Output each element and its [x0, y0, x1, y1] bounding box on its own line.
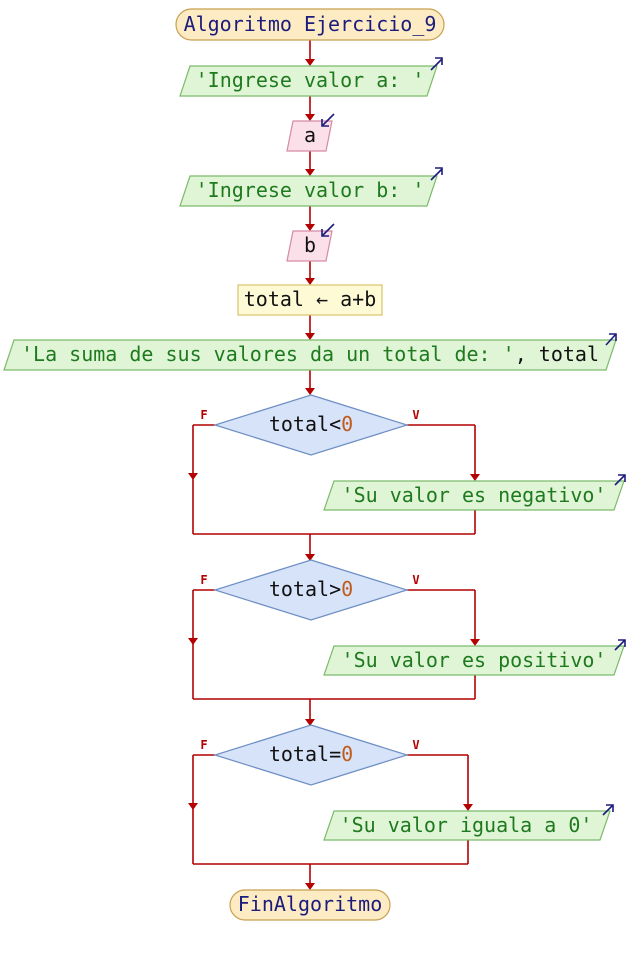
end-terminal-label: FinAlgoritmo — [238, 892, 383, 916]
decision-1-condition: total<0 — [269, 412, 353, 436]
flow-lines — [188, 40, 480, 890]
arrow-up-right-icon — [430, 167, 443, 181]
input-b: b — [286, 223, 335, 262]
decision-total-less-than-zero: total<0 F V — [200, 394, 420, 456]
input-b-label: b — [304, 233, 316, 257]
decision-3-true-label: V — [412, 738, 419, 752]
arrow-up-right-icon — [614, 474, 626, 486]
arrow-down-left-icon — [321, 223, 335, 237]
decision-total-greater-than-zero: total>0 F V — [200, 559, 420, 621]
input-a: a — [286, 113, 335, 152]
output-iguala-label: 'Su valor iguala a 0' — [340, 813, 593, 837]
assign-total-label: total ← a+b — [244, 287, 376, 311]
start-terminal-label: Algoritmo Ejercicio_9 — [184, 12, 437, 36]
input-a-label: a — [304, 123, 316, 147]
decision-2-true-label: V — [412, 573, 419, 587]
arrow-up-right-icon — [614, 639, 626, 651]
decision-2-condition: total>0 — [269, 577, 353, 601]
decision-total-equals-zero: total=0 F V — [200, 724, 420, 786]
assign-total: total ← a+b — [237, 284, 383, 316]
output-ingrese-b: 'Ingrese valor b: ' — [179, 167, 443, 207]
arrow-down-left-icon — [321, 113, 335, 127]
decision-1-true-label: V — [412, 408, 419, 422]
output-negativo-label: 'Su valor es negativo' — [342, 483, 607, 507]
decision-3-false-label: F — [200, 738, 207, 752]
output-positivo-label: 'Su valor es positivo' — [342, 648, 607, 672]
output-negativo: 'Su valor es negativo' — [323, 474, 626, 511]
output-ingrese-a-label: 'Ingrese valor a: ' — [196, 68, 425, 92]
start-terminal: Algoritmo Ejercicio_9 — [175, 8, 445, 41]
decision-1-false-label: F — [200, 408, 207, 422]
output-ingrese-a: 'Ingrese valor a: ' — [179, 57, 443, 97]
decision-2-false-label: F — [200, 573, 207, 587]
output-positivo: 'Su valor es positivo' — [323, 639, 626, 676]
arrow-up-right-icon — [602, 804, 614, 816]
arrow-up-right-icon — [605, 333, 617, 346]
output-sum: 'La suma de sus valores da un total de: … — [3, 333, 617, 371]
end-terminal: FinAlgoritmo — [229, 889, 391, 921]
decision-3-condition: total=0 — [269, 742, 353, 766]
output-sum-label: 'La suma de sus valores da un total de: … — [21, 342, 599, 366]
output-ingrese-b-label: 'Ingrese valor b: ' — [196, 178, 425, 202]
arrow-up-right-icon — [430, 57, 443, 71]
output-iguala: 'Su valor iguala a 0' — [323, 804, 614, 841]
